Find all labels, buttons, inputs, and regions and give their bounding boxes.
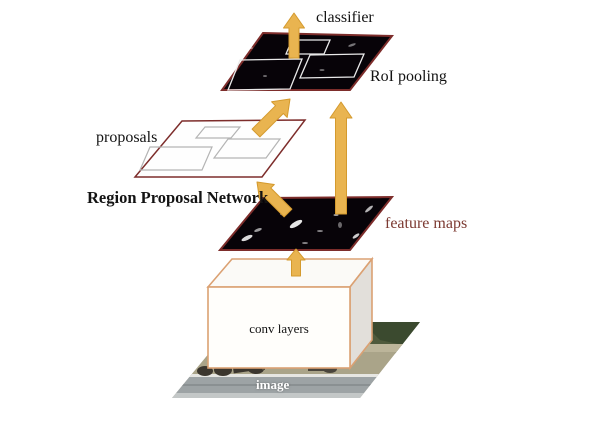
proposal-box-right (212, 138, 282, 159)
conv-layers-label: conv layers (249, 321, 309, 336)
photo-road-edge (172, 393, 420, 398)
feature-map-activations (235, 205, 373, 244)
proposals-label: proposals (96, 129, 158, 146)
conv-box-front (207, 286, 351, 369)
arrow-proposals-to-roi (251, 98, 291, 138)
roi-region-top (285, 39, 331, 55)
conv-box-top (206, 258, 374, 288)
roi-region-right (299, 53, 365, 79)
region-proposal-network-label: Region Proposal Network (87, 188, 269, 207)
roi-pooling-plane (0, 31, 395, 91)
feature-maps-plane (217, 195, 395, 251)
roi-plane-activations (0, 43, 356, 77)
classifier-label: classifier (316, 9, 374, 26)
proposal-box-left (139, 146, 213, 171)
arrow-roi-to-classifier (283, 12, 305, 59)
flow-arrows (251, 12, 353, 277)
proposal-box-small (194, 126, 242, 139)
image-label: image (256, 377, 290, 392)
arrow-featuremaps-to-roi (329, 101, 353, 215)
roi-region-left (227, 58, 303, 91)
conv-layers-box (206, 256, 374, 371)
arrow-featuremaps-to-rpn (256, 181, 293, 218)
photo-road-line (172, 384, 420, 386)
proposals-plane (133, 119, 307, 178)
roi-pooling-label: RoI pooling (370, 68, 447, 85)
feature-maps-label: feature maps (385, 215, 468, 232)
photo-curb (172, 374, 420, 377)
arrow-conv-to-featuremaps (286, 248, 306, 277)
photo-trees-dark (362, 322, 420, 346)
